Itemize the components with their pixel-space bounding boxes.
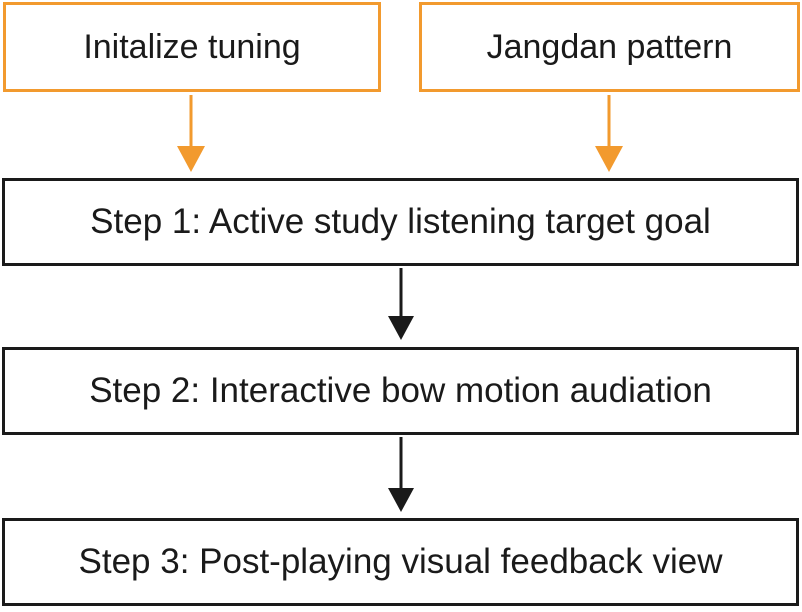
input-label: Initalize tuning	[83, 27, 301, 66]
input-box-jangdan-pattern: Jangdan pattern	[419, 2, 800, 92]
arrow-input-2-to-step-1	[595, 95, 623, 172]
step-box-3: Step 3: Post-playing visual feedback vie…	[2, 518, 799, 606]
step-box-1: Step 1: Active study listening target go…	[2, 178, 799, 266]
arrow-input-1-to-step-1	[177, 95, 205, 172]
input-label: Jangdan pattern	[486, 27, 733, 66]
arrow-step-1-to-step-2	[388, 268, 414, 340]
step-box-2: Step 2: Interactive bow motion audiation	[2, 347, 799, 435]
step-label: Step 3: Post-playing visual feedback vie…	[78, 542, 723, 581]
step-label: Step 2: Interactive bow motion audiation	[89, 371, 712, 410]
input-box-initialize-tuning: Initalize tuning	[3, 2, 381, 92]
step-label: Step 1: Active study listening target go…	[90, 202, 711, 241]
arrow-step-2-to-step-3	[388, 437, 414, 512]
